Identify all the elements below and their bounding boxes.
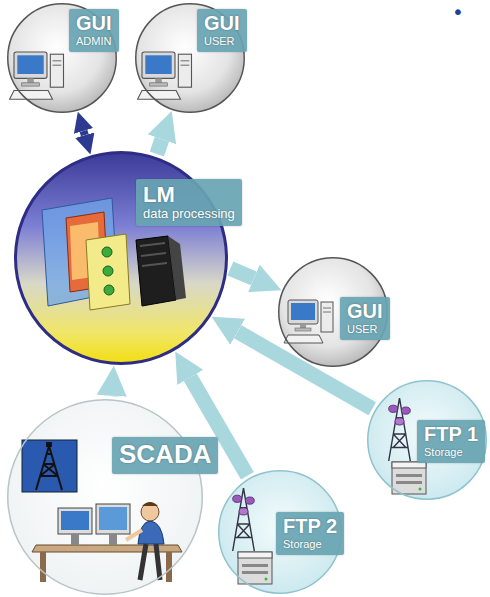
node-subtitle: ADMIN (76, 35, 112, 48)
flow-arrow (230, 268, 253, 278)
circle-border (279, 258, 388, 367)
label-plate: GUIUSER (340, 297, 390, 340)
gui-circle: GUIUSER (135, 3, 245, 113)
node-subtitle: data processing (143, 207, 235, 222)
node-title: GUI (204, 12, 240, 35)
node-title: FTP 2 (283, 515, 337, 538)
label-plate: GUIUSER (197, 9, 247, 52)
scada-circle: SCADA (7, 399, 203, 595)
node-title: GUI (347, 300, 383, 323)
gui-circle: GUIUSER (278, 257, 388, 367)
label-plate: FTP 1Storage (417, 420, 485, 463)
gui-circle: GUIADMIN (7, 3, 117, 113)
label-plate: LMdata processing (136, 179, 242, 226)
circle-border (136, 4, 245, 113)
node-title: LM (143, 182, 235, 207)
node-subtitle: USER (347, 323, 383, 336)
flow-arrow (104, 388, 119, 404)
double-arrow (84, 131, 85, 135)
bullet-mark: • (452, 2, 464, 22)
label-plate: SCADA (112, 437, 218, 474)
circle-outline (7, 399, 203, 595)
node-title: SCADA (119, 440, 211, 470)
node-title: GUI (76, 12, 112, 35)
circle-border (8, 4, 117, 113)
processing-circle: LMdata processing (14, 151, 228, 365)
node-subtitle: Storage (424, 446, 478, 459)
storage-circle: FTP 1Storage (367, 380, 487, 500)
circle-border (368, 381, 487, 500)
node-subtitle: USER (204, 35, 240, 48)
circle-border (8, 400, 203, 595)
label-plate: GUIADMIN (69, 9, 119, 52)
node-title: FTP 1 (424, 423, 478, 446)
flow-arrow (238, 332, 373, 409)
storage-circle: FTP 2Storage (218, 470, 342, 594)
flow-arrow (157, 139, 162, 154)
label-plate: FTP 2Storage (276, 512, 344, 555)
node-subtitle: Storage (283, 538, 337, 551)
